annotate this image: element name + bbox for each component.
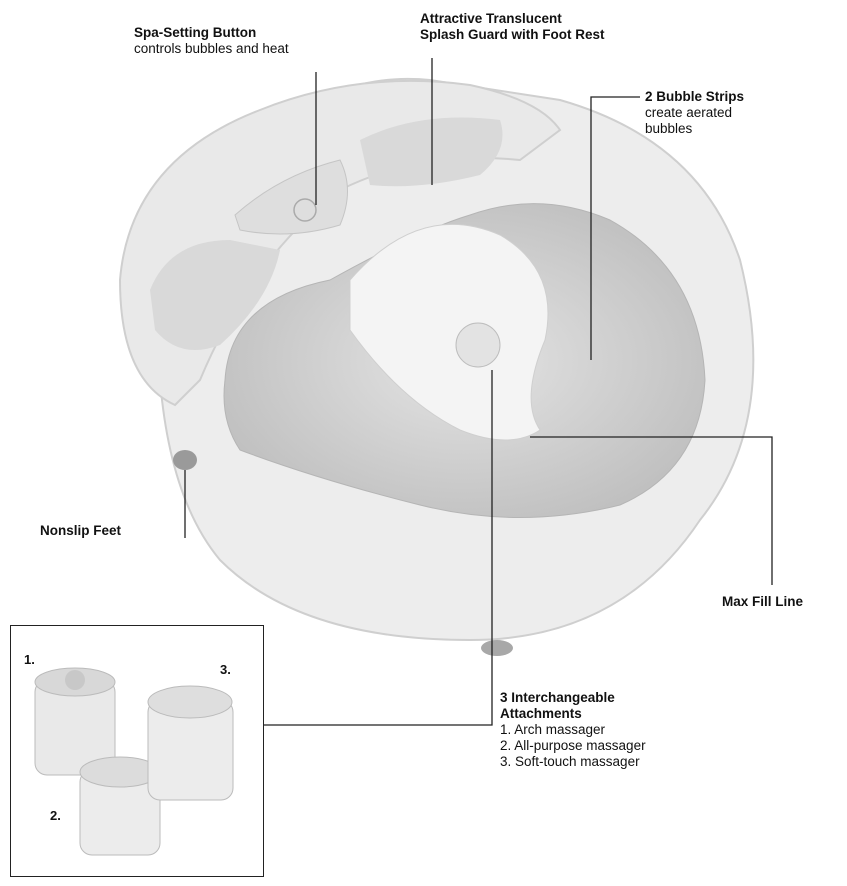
attachments-inset-box (10, 625, 264, 877)
callout-title: Splash Guard with Foot Rest (420, 27, 605, 42)
attachment-soft-touch-massager (147, 685, 234, 801)
attachment-item: 1. Arch massager (500, 722, 606, 737)
callout-attachments: 3 Interchangeable Attachments 1. Arch ma… (500, 690, 646, 770)
callout-max-fill: Max Fill Line (722, 594, 803, 610)
callout-spa-button: Spa-Setting Button controls bubbles and … (134, 25, 289, 57)
callout-title: Attachments (500, 706, 582, 721)
nonslip-foot (481, 640, 513, 656)
inset-number-2: 2. (50, 808, 61, 823)
callout-title: Nonslip Feet (40, 523, 122, 538)
massage-attachment (455, 322, 501, 368)
inset-number-3: 3. (220, 662, 231, 677)
callout-title: 2 Bubble Strips (645, 89, 745, 104)
attachment-item: 3. Soft-touch massager (500, 754, 640, 769)
callout-desc: create aerated (645, 105, 733, 120)
callout-title: 3 Interchangeable (500, 690, 615, 705)
callout-splash-guard: Attractive Translucent Splash Guard with… (420, 11, 605, 43)
callout-nonslip-feet: Nonslip Feet (40, 523, 121, 539)
inset-number-1: 1. (24, 652, 35, 667)
spa-setting-button (234, 159, 348, 235)
attachment-all-purpose-massager (79, 756, 161, 856)
callout-title: Spa-Setting Button (134, 25, 257, 40)
attachment-item: 2. All-purpose massager (500, 738, 646, 753)
foot-rest (150, 240, 280, 350)
callout-desc: controls bubbles and heat (134, 41, 289, 56)
massager-hump (349, 223, 549, 441)
callout-bubble-strips: 2 Bubble Strips create aerated bubbles (645, 89, 744, 137)
callout-title: Max Fill Line (722, 594, 804, 609)
callout-title: Attractive Translucent (420, 11, 562, 26)
attachment-arch-massager (34, 667, 116, 776)
nonslip-foot (173, 450, 197, 470)
callout-desc: bubbles (645, 121, 693, 136)
splash-guard (118, 79, 562, 407)
foot-rest (360, 117, 503, 187)
